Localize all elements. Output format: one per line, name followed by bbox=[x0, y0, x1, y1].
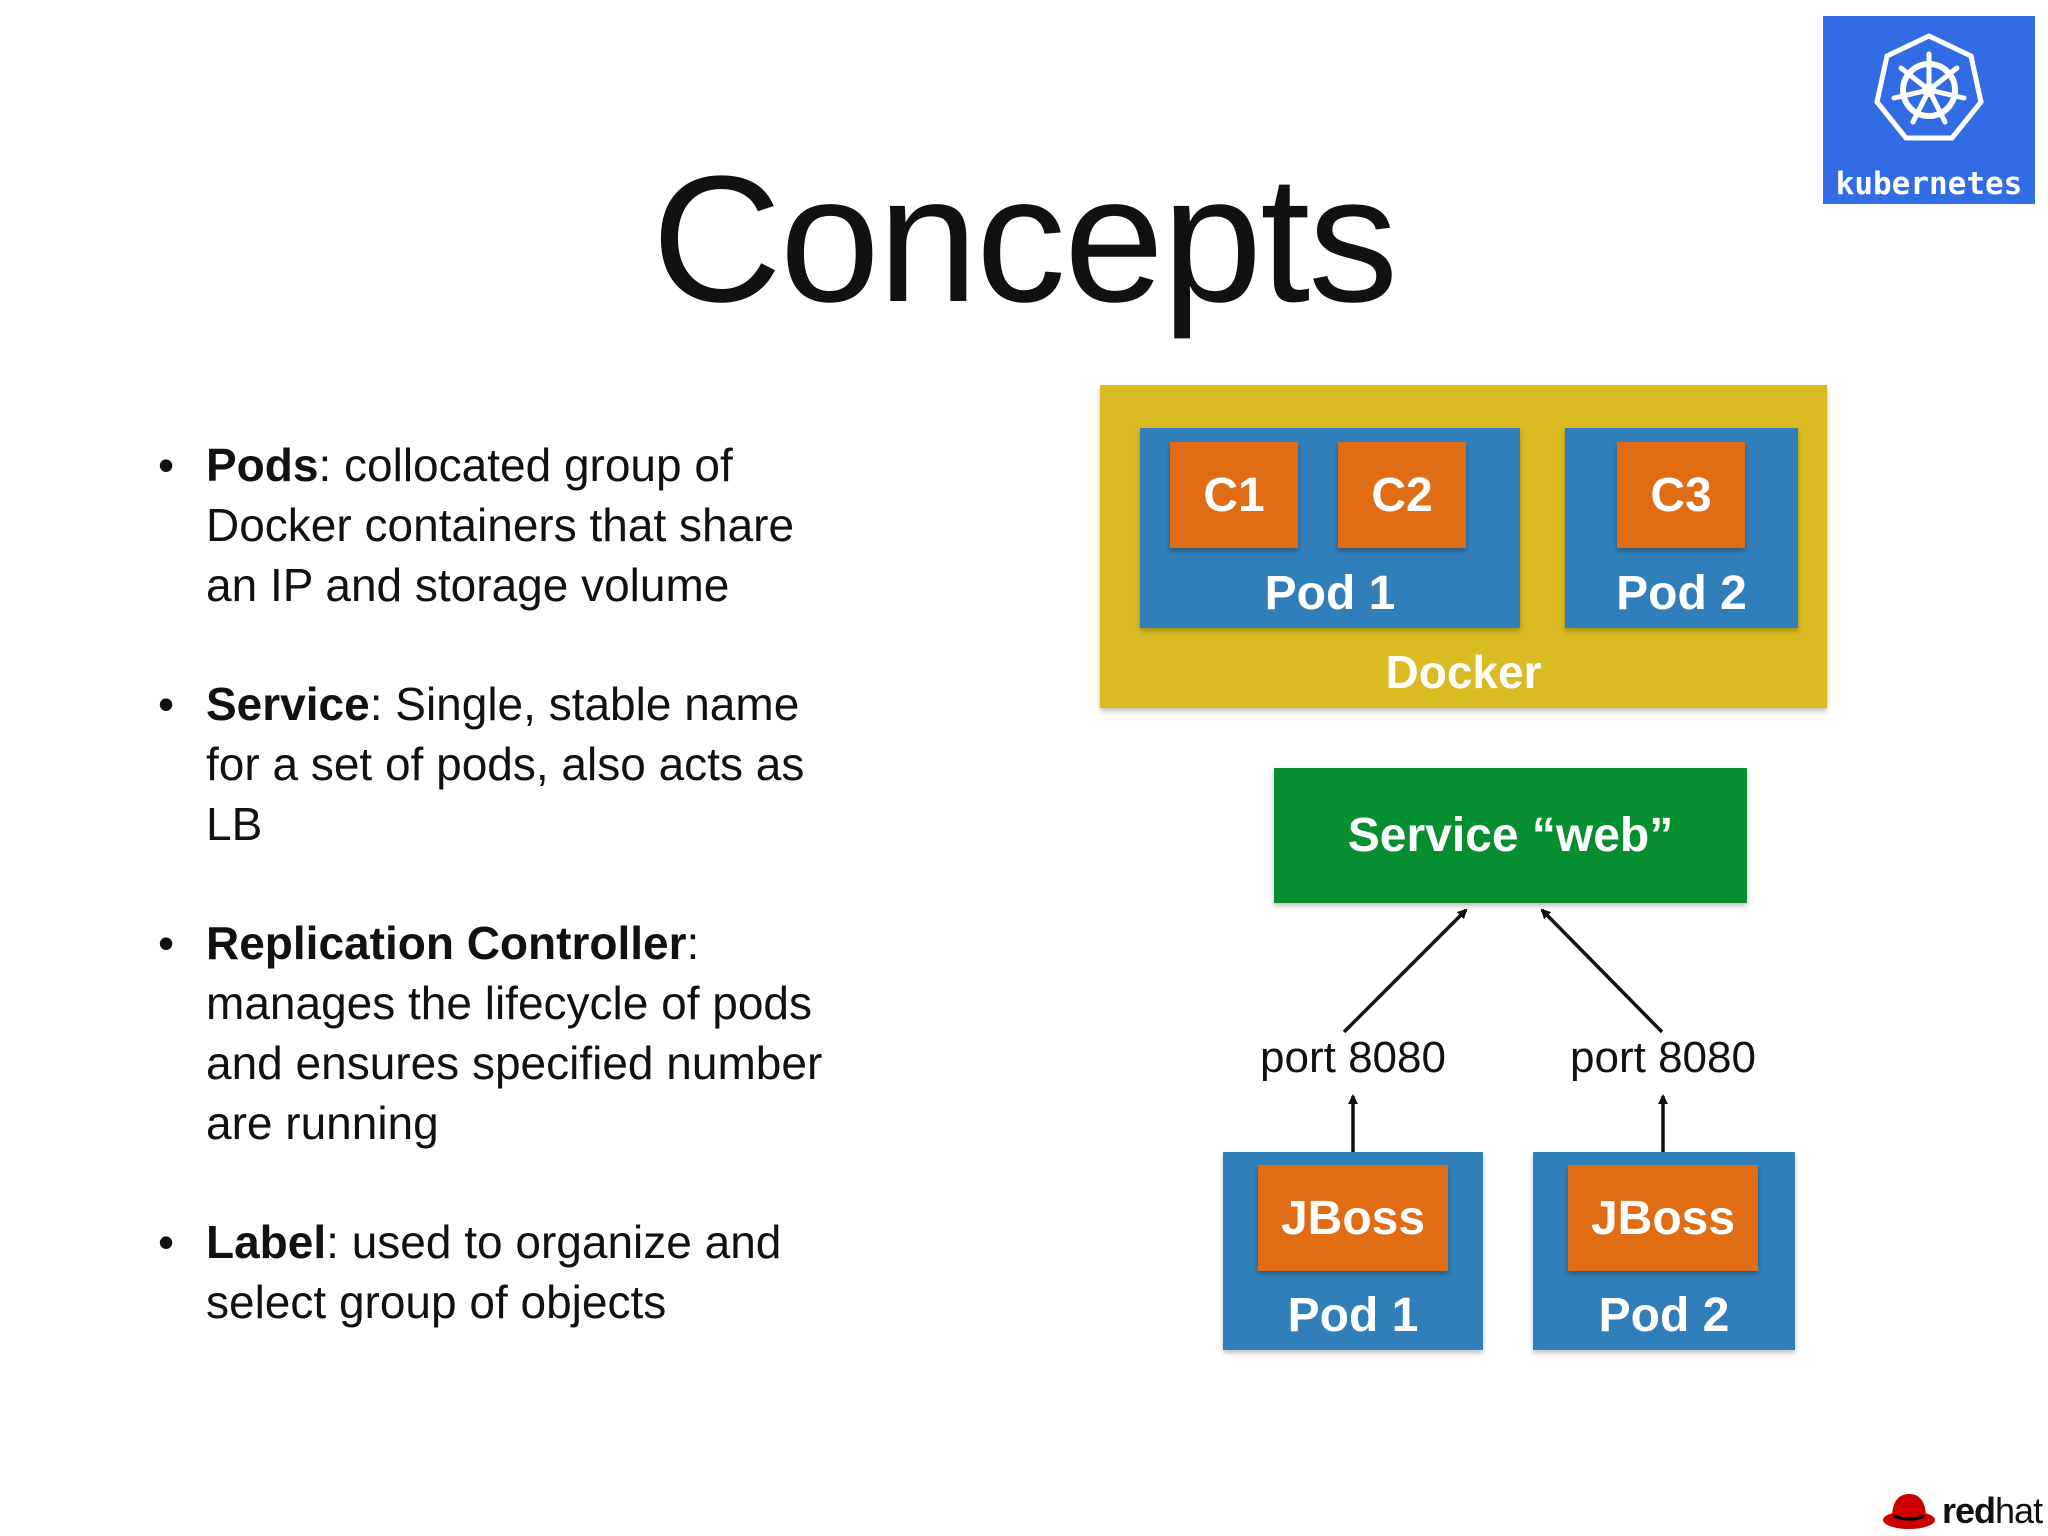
arrow-port1-to-service bbox=[1342, 908, 1468, 1034]
container-c3: C3 bbox=[1617, 442, 1745, 548]
redhat-wordmark: redhat bbox=[1942, 1490, 2043, 1531]
bullet-text: : used to organize and select group of o… bbox=[206, 1216, 782, 1328]
kubernetes-logo: kubernetes bbox=[1823, 16, 2035, 204]
pod-label: Pod 2 bbox=[1598, 1289, 1730, 1342]
bullet-replication-controller: Replication Controller: manages the life… bbox=[158, 913, 838, 1153]
arrow-port2-to-service bbox=[1540, 908, 1664, 1034]
container-c2: C2 bbox=[1338, 442, 1466, 548]
bullet-term: Label bbox=[206, 1216, 327, 1268]
bullet-text: : manages the lifecycle of pods and ensu… bbox=[206, 917, 823, 1149]
container-c1: C1 bbox=[1170, 442, 1298, 548]
redhat-logo: redhat bbox=[1880, 1488, 2048, 1536]
docker-label: Docker bbox=[1385, 646, 1542, 698]
pod-label: Pod 1 bbox=[1287, 1289, 1419, 1342]
pod-label: Pod 1 bbox=[1264, 567, 1396, 620]
bullet-term: Service bbox=[206, 678, 370, 730]
concept-list: Pods: collocated group of Docker contain… bbox=[158, 435, 838, 1391]
pod-label: Pod 2 bbox=[1616, 567, 1747, 620]
slide-title: Concepts bbox=[651, 139, 1398, 340]
top-pod-2: C3 Pod 2 bbox=[1565, 428, 1798, 628]
container-jboss-2: JBoss bbox=[1568, 1165, 1758, 1271]
bullet-text: : collocated group of Docker containers … bbox=[206, 439, 795, 611]
port-label-2: port 8080 bbox=[1570, 1033, 1756, 1082]
service-web: Service “web” bbox=[1274, 768, 1747, 903]
container-jboss-1: JBoss bbox=[1258, 1165, 1448, 1271]
kubernetes-wordmark: kubernetes bbox=[1835, 166, 2023, 202]
bullet-term: Pods bbox=[206, 439, 319, 491]
docker-host: C1 C2 Pod 1 C3 Pod 2 Docker bbox=[1100, 385, 1827, 708]
top-pod-1: C1 C2 Pod 1 bbox=[1140, 428, 1520, 628]
redhat-hat-icon bbox=[1883, 1494, 1935, 1529]
bottom-pod-2: JBoss Pod 2 bbox=[1533, 1152, 1795, 1350]
helm-wheel-icon bbox=[1874, 33, 1984, 141]
bottom-pod-1: JBoss Pod 1 bbox=[1223, 1152, 1483, 1350]
port-label-1: port 8080 bbox=[1260, 1033, 1446, 1082]
bullet-label: Label: used to organize and select group… bbox=[158, 1212, 838, 1332]
bullet-term: Replication Controller bbox=[206, 917, 687, 969]
bullet-service: Service: Single, stable name for a set o… bbox=[158, 674, 838, 854]
bullet-pods: Pods: collocated group of Docker contain… bbox=[158, 435, 838, 615]
bullet-text: : Single, stable name for a set of pods,… bbox=[206, 678, 805, 850]
